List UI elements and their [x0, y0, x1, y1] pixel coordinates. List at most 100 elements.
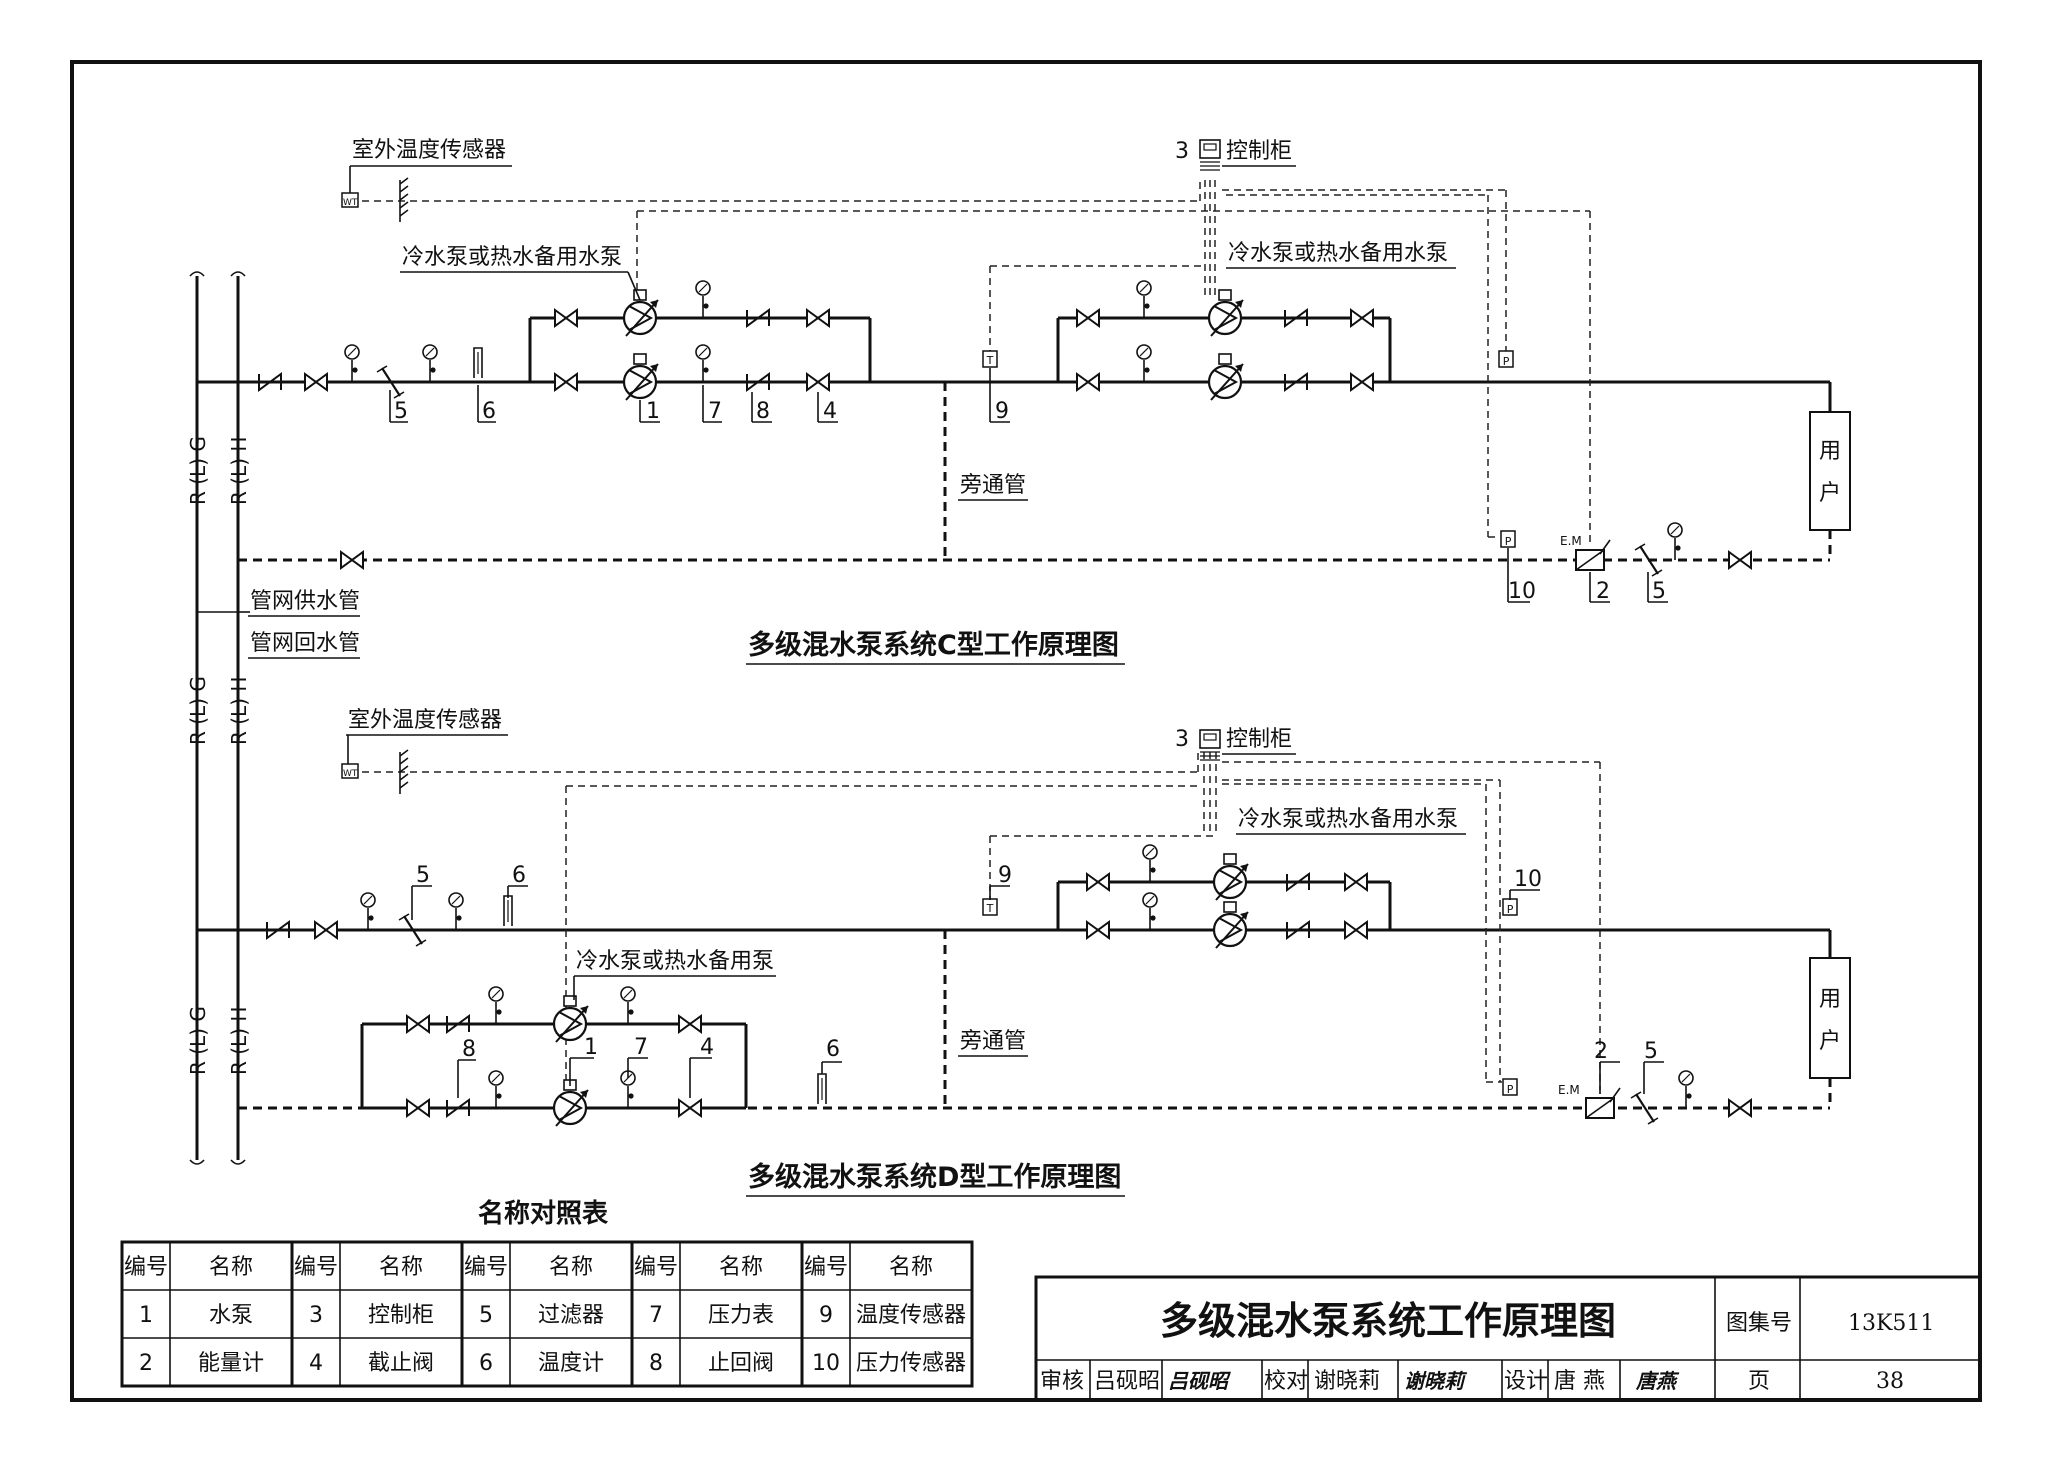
d2-valve-bot-r: [1344, 921, 1368, 939]
pipe-h-label-1: R (L) H: [227, 437, 251, 505]
d-components: [266, 729, 1752, 1128]
d-outdoor-sensor: [341, 763, 359, 779]
check-name: 谢晓莉: [1314, 1369, 1380, 1394]
d-callout-9: 9: [998, 863, 1012, 888]
c2-gauge-bot: [1136, 344, 1152, 383]
d-gauge-return: [1678, 1070, 1694, 1109]
c-cabinet-label: 控制柜: [1226, 139, 1292, 164]
d2-valve-top-r: [1344, 873, 1368, 891]
design-name: 唐 燕: [1554, 1369, 1605, 1394]
review-label: 审核: [1040, 1369, 1084, 1394]
c-callout-10: 10: [1508, 579, 1536, 604]
d-bypass-label: 旁通管: [960, 1029, 1026, 1054]
diagram-c: [197, 180, 1851, 562]
d-pump-group-lower-label: 冷水泵或热水备用泵: [576, 949, 774, 974]
title-block-title: 多级混水泵系统工作原理图: [1160, 1299, 1616, 1343]
c-components: [258, 139, 1752, 578]
pipe-g-label-2: R (L) G: [186, 676, 210, 745]
c-press-sensor-return: [1500, 530, 1516, 549]
d-gauge-2: [448, 892, 464, 931]
c-callouts: 5 6 1 7 8 4 9 10 2 5: [389, 368, 1668, 604]
d-lower-gauge-top-r: [620, 986, 636, 1025]
c-gauge-top-l: [695, 280, 711, 319]
c-gauge-return: [1667, 522, 1683, 561]
d-pump-group-upper-label: 冷水泵或热水备用水泵: [1238, 807, 1458, 832]
user-box-c: [1809, 411, 1851, 531]
atlas-label: 图集号: [1726, 1311, 1792, 1336]
legend-header-cell: 名称: [719, 1255, 763, 1280]
c-meter-tag: E.M: [1560, 534, 1582, 548]
pipe-g-label-3: R (L) G: [186, 1006, 210, 1075]
c-pump-top-l: [622, 288, 660, 338]
d-energy-meter: [1585, 1087, 1621, 1119]
d2-pump-top: [1212, 852, 1250, 902]
legend-cell: 8: [649, 1351, 663, 1376]
legend-cell: 过滤器: [538, 1303, 604, 1328]
d2-gauge-bot: [1142, 892, 1158, 931]
d2-valve-top-l: [1086, 873, 1110, 891]
d-lower-valve-bot-r: [678, 1099, 702, 1117]
c-user-label-2: 户: [1819, 481, 1841, 506]
c-bypass-label: 旁通管: [960, 473, 1026, 498]
d-lower-valve-top-r: [678, 1015, 702, 1033]
legend-header-cell: 编号: [464, 1255, 508, 1280]
d-user-label-1: 用: [1819, 987, 1841, 1012]
d-callout-5b: 5: [1644, 1039, 1658, 1064]
atlas-value: 13K511: [1848, 1311, 1934, 1336]
c-callout-8: 8: [756, 399, 770, 424]
c-sensor-label: 室外温度传感器: [352, 138, 506, 163]
legend-cell: 4: [309, 1351, 323, 1376]
c2-gauge-top: [1136, 280, 1152, 319]
c-control-cabinet: [1199, 139, 1221, 171]
c2-valve-bot-l: [1076, 373, 1100, 391]
c-valve-bot-r: [806, 373, 830, 391]
c2-valve-top-r: [1350, 309, 1374, 327]
d-control-cabinet: [1199, 729, 1221, 761]
pipe-h-label-2: R (L) H: [227, 677, 251, 745]
legend-cell: 6: [479, 1351, 493, 1376]
c-thermometer-1: [473, 347, 483, 379]
c-gate-valve-inlet: [304, 373, 328, 391]
d-lower-valve-top-l: [406, 1015, 430, 1033]
c-callout-5a: 5: [394, 399, 408, 424]
c-cabinet-num: 3: [1175, 139, 1189, 164]
d-sensor-label: 室外温度传感器: [348, 708, 502, 733]
d-callout-4: 4: [700, 1035, 714, 1060]
d-press-sensor-supply: [1502, 898, 1518, 917]
d-callout-1: 1: [584, 1035, 598, 1060]
d-lower-pump-bot: [552, 1078, 590, 1128]
c-callout-6: 6: [482, 399, 496, 424]
c-temp-sensor: [982, 350, 998, 368]
c-callout-4: 4: [823, 399, 837, 424]
d-callout-7: 7: [634, 1035, 648, 1060]
user-box-d: [1809, 957, 1851, 1079]
d-cabinet-num: 3: [1175, 727, 1189, 752]
c-callout-1: 1: [646, 399, 660, 424]
d-thermometer-1: [503, 895, 513, 927]
legend-cell: 1: [139, 1303, 153, 1328]
d-lower-gauge-bot-l: [488, 1070, 504, 1109]
d-lower-valve-bot-l: [406, 1099, 430, 1117]
d-press-sensor-return: [1502, 1078, 1518, 1097]
c-gauge-2: [422, 344, 438, 383]
legend-cell: 截止阀: [368, 1351, 434, 1376]
d-gauge-1: [360, 892, 376, 931]
legend-header-cell: 编号: [294, 1255, 338, 1280]
d-callout-8: 8: [462, 1037, 476, 1062]
c-pump-group-right-label: 冷水泵或热水备用水泵: [1228, 241, 1448, 266]
c-pump-bot-l: [622, 352, 660, 402]
c-user-label-1: 用: [1819, 439, 1841, 464]
c-callout-5b: 5: [1652, 579, 1666, 604]
pipe-g-label-1: R (L) G: [186, 436, 210, 505]
supply-pipe-label: 管网供水管: [250, 589, 360, 614]
d-return-valve-right: [1728, 1099, 1752, 1117]
legend-header-cell: 编号: [124, 1255, 168, 1280]
review-name: 吕砚昭: [1094, 1369, 1160, 1394]
d-thermometer-2: [817, 1073, 827, 1105]
c-press-sensor-supply: [1498, 350, 1514, 369]
check-label: 校对: [1264, 1369, 1308, 1394]
legend-cell: 3: [309, 1303, 323, 1328]
legend-cell: 2: [139, 1351, 153, 1376]
c-pump-group-left-label: 冷水泵或热水备用水泵: [402, 245, 622, 270]
